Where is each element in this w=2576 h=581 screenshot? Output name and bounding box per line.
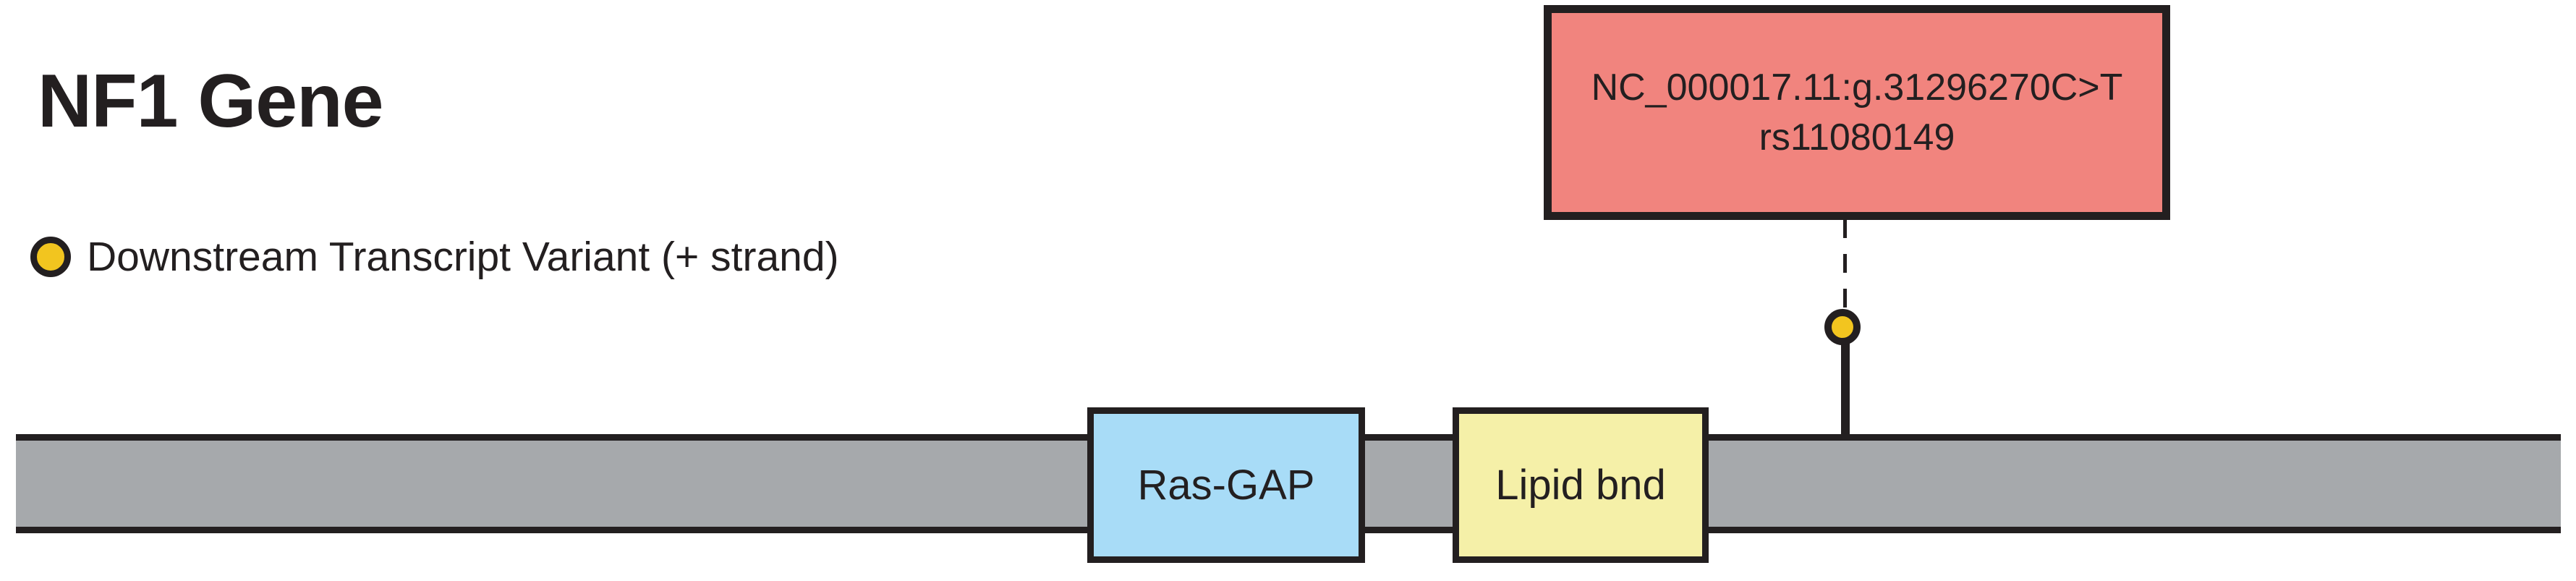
domain-label-lipid-bnd: Lipid bnd <box>1495 461 1666 509</box>
page-title: NF1 Gene <box>38 59 383 143</box>
variant-rsid-text: rs11080149 <box>1759 116 1955 158</box>
yellow-circle-marker-icon <box>30 236 71 277</box>
variant-callout-box[interactable]: NC_000017.11:g.31296270C>T rs11080149 <box>1544 5 2170 220</box>
legend: Downstream Transcript Variant (+ strand) <box>30 234 839 280</box>
legend-item-label: Downstream Transcript Variant (+ strand) <box>87 234 839 280</box>
variant-lollipop-stem <box>1841 327 1850 437</box>
domain-label-ras-gap: Ras-GAP <box>1137 461 1315 509</box>
variant-marker-circle-icon[interactable] <box>1824 309 1861 345</box>
variant-hgvs-text: NC_000017.11:g.31296270C>T <box>1591 67 2123 109</box>
domain-box-lipid-bnd[interactable]: Lipid bnd <box>1453 407 1709 563</box>
domain-box-ras-gap[interactable]: Ras-GAP <box>1087 407 1365 563</box>
callout-leader-line <box>1843 219 1847 315</box>
